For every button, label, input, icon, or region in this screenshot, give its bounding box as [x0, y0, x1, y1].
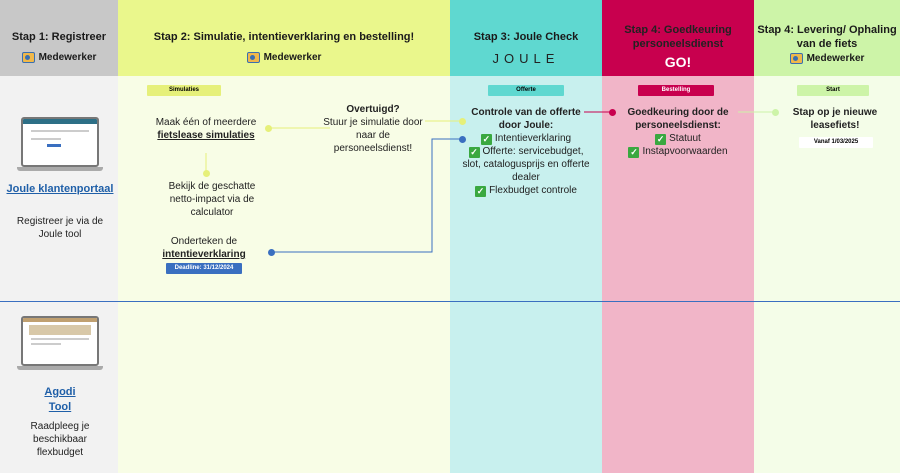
sign-text: Onderteken de	[170, 236, 238, 247]
checkmark-icon: ✓	[655, 134, 667, 145]
convinced-text: Stuur je simulatie door naar de personee…	[323, 117, 423, 154]
convinced-block: Overtuigd? Stuur je simulatie door naar …	[318, 103, 428, 155]
offer-block: Controle van de offerte door Joule: ✓Int…	[460, 106, 592, 197]
dot-impact	[203, 170, 210, 177]
simulation-text: Maak één of meerdere	[155, 117, 257, 128]
dot-convinced	[459, 118, 466, 125]
actor-label: Medewerker	[263, 52, 322, 63]
step-1-title: Stap 1: Registreer	[11, 31, 107, 43]
start-date: Vanaf 1/03/2025	[799, 137, 873, 148]
employee-icon	[246, 52, 260, 63]
approval-title: Goedkeuring door de personeelsdienst:	[627, 107, 729, 131]
dot-sign	[268, 249, 275, 256]
checkmark-icon: ✓	[480, 134, 492, 145]
go-logo: GO!	[664, 54, 692, 70]
dot-start	[772, 109, 779, 116]
agodi-tool-name[interactable]: Agodi	[44, 386, 76, 398]
joule-tool-name[interactable]: Joule klantenportaal	[6, 183, 114, 195]
joule-laptop-image	[17, 117, 103, 171]
offer-item-1: ✓Intentieverklaring	[480, 133, 572, 145]
agodi-tool-name-line2[interactable]: Tool	[48, 401, 72, 413]
impact-text: Bekijk de geschatte netto-impact via de …	[168, 181, 256, 218]
simulation-link[interactable]: fietslease simulaties	[157, 130, 255, 141]
employee-icon	[21, 52, 35, 63]
column-3-bg	[450, 0, 602, 473]
connector-sign-to-offer	[272, 138, 462, 253]
offer-title: Controle van de offerte door Joule:	[471, 107, 581, 131]
actor-step-1: Medewerker	[0, 52, 118, 63]
checkmark-icon: ✓	[468, 147, 480, 158]
step-4-title: Stap 4: Goedkeuring personeelsdienst	[624, 24, 732, 50]
sign-step: Onderteken de intentieverklaring	[152, 235, 256, 261]
intent-declaration-link[interactable]: intentieverklaring	[162, 249, 246, 260]
offer-item-2: ✓Offerte: servicebudget, slot, catalogus…	[462, 146, 590, 183]
column-4-bg	[602, 0, 754, 473]
employee-icon	[789, 53, 803, 64]
header-step-4: Stap 4: Goedkeuring personeelsdienst GO!	[602, 0, 754, 76]
actor-step-2: Medewerker	[118, 52, 450, 63]
agodi-laptop-image	[17, 316, 103, 370]
start-tag: Start	[797, 85, 869, 96]
header-step-2: Stap 2: Simulatie, intentieverklaring en…	[118, 0, 450, 76]
deadline-badge: Deadline: 31/12/2024	[166, 263, 242, 274]
dot-sim	[265, 125, 272, 132]
simulation-step: Maak één of meerdere fietslease simulati…	[146, 116, 266, 142]
step-5-title: Stap 4: Levering/ Ophaling van de fiets	[757, 24, 897, 50]
joule-logo: JOULE	[492, 51, 560, 66]
step-2-title: Stap 2: Simulatie, intentieverklaring en…	[153, 31, 415, 43]
start-text: Stap op je nieuwe leasefiets!	[792, 107, 878, 131]
step-3-title: Stap 3: Joule Check	[473, 31, 579, 43]
actor-label: Medewerker	[806, 53, 865, 64]
column-1-bg	[0, 0, 118, 473]
agodi-tool-link[interactable]: Agodi Tool	[4, 385, 116, 415]
offer-item-3: ✓Flexbudget controle	[475, 185, 577, 197]
dot-approval	[609, 109, 616, 116]
approval-item-1: ✓Statuut	[655, 133, 701, 145]
approval-block: Goedkeuring door de personeelsdienst: ✓S…	[614, 106, 742, 158]
header-step-3: Stap 3: Joule Check JOULE	[450, 0, 602, 76]
row-divider	[0, 301, 900, 302]
simulations-tag: Simulaties	[147, 85, 221, 96]
column-5-bg	[754, 0, 900, 473]
checkmark-icon: ✓	[628, 147, 640, 158]
header-step-5: Stap 4: Levering/ Ophaling van de fiets …	[754, 0, 900, 76]
column-2-bg	[118, 0, 450, 473]
convinced-title: Overtuigd?	[346, 104, 400, 115]
joule-tool-desc: Registreer je via de Joule tool	[16, 216, 104, 240]
joule-tool-link[interactable]: Joule klantenportaal	[4, 183, 116, 196]
dot-offer	[459, 136, 466, 143]
header-step-1: Stap 1: Registreer Medewerker	[0, 0, 118, 76]
approval-item-2: ✓Instapvoorwaarden	[628, 146, 728, 158]
offer-tag: Offerte	[488, 85, 564, 96]
actor-label: Medewerker	[38, 52, 97, 63]
agodi-tool-desc: Raadpleeg je beschikbaar flexbudget	[30, 421, 90, 458]
checkmark-icon: ✓	[475, 186, 487, 197]
actor-step-5: Medewerker	[754, 53, 900, 64]
order-tag: Bestelling	[638, 85, 714, 96]
